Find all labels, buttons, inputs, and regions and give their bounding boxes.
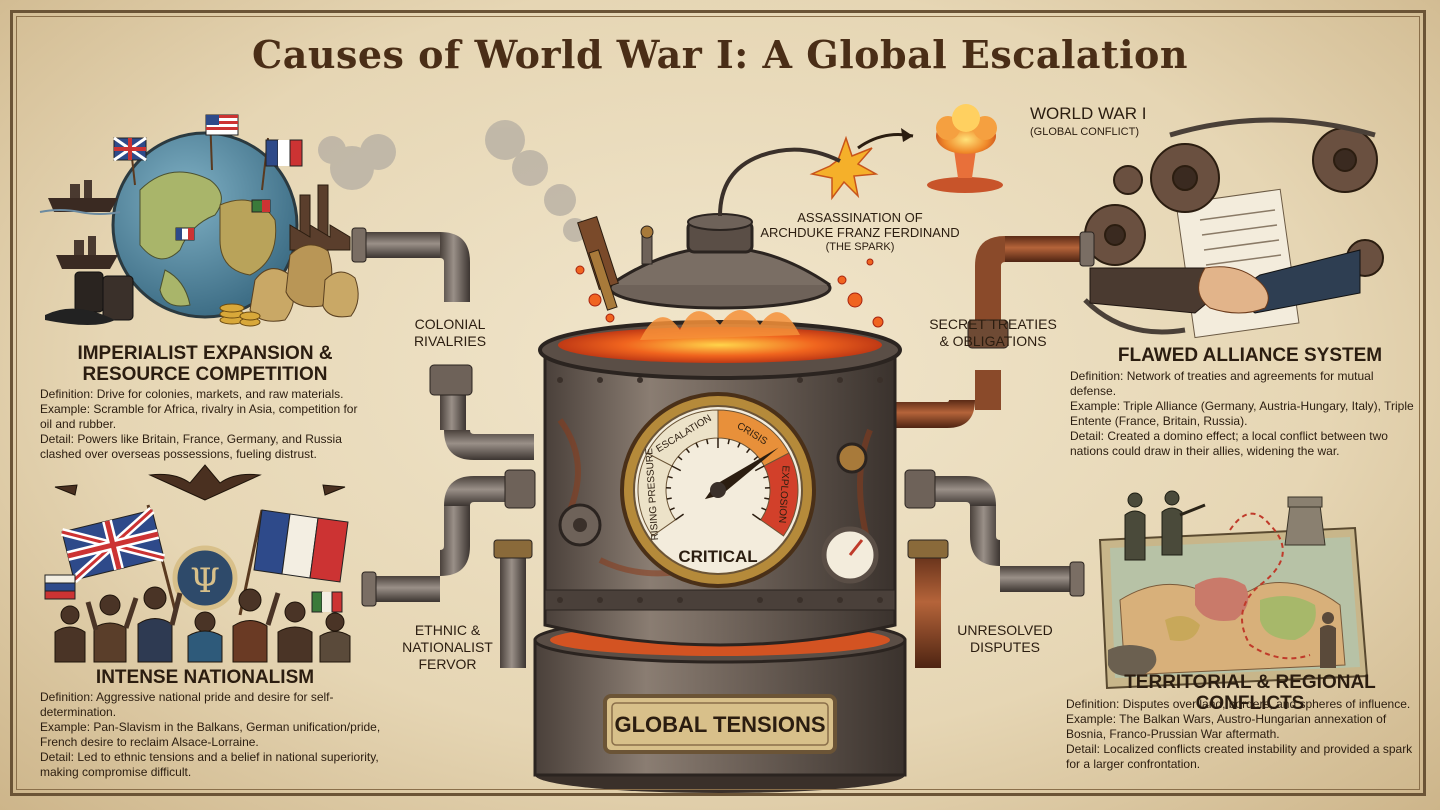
gauge-tick — [671, 465, 682, 472]
gauge-tick — [706, 439, 709, 445]
heading-line: INTENSE NATIONALISM — [95, 667, 315, 688]
outcome-name: WORLD WAR I — [1030, 104, 1147, 123]
heading-line: TERRITORIAL & REGIONAL CONFLICTS — [1124, 672, 1376, 714]
gauge-zone-4 — [759, 452, 799, 537]
pipe-ethnic — [361, 469, 536, 668]
outcome-sub: (GLOBAL CONFLICT) — [1030, 126, 1139, 138]
pipe-treaties — [892, 231, 1095, 428]
gear-icons — [1084, 127, 1384, 277]
smoke-clouds — [318, 120, 587, 242]
gauge-tick — [727, 439, 730, 445]
gauge-tick — [761, 507, 767, 511]
territorial-illustration — [1098, 490, 1369, 690]
pipe-label-line: SECRET TREATIES — [929, 316, 1057, 332]
cause-heading-imperialism: IMPERIALIST EXPANSION & RESOURCE COMPETI… — [40, 343, 370, 385]
heading-line: IMPERIALIST EXPANSION & — [77, 343, 333, 364]
cause-example: Example: Pan-Slavism in the Balkans, Ger… — [40, 720, 381, 749]
gauge-tick — [667, 475, 673, 479]
cause-detail: Detail: Created a domino effect; a local… — [1070, 429, 1388, 458]
handshake-icon — [1089, 249, 1361, 314]
gauge-tick — [737, 442, 741, 448]
pipe-label-line: DISPUTES — [969, 639, 1040, 655]
explosion-icon — [927, 104, 1003, 193]
cause-detail: Detail: Led to ethnic tensions and a bel… — [40, 750, 379, 779]
cause-example: Example: Triple Alliance (Germany, Austr… — [1070, 399, 1414, 428]
gauge-tick — [669, 507, 675, 511]
cause-detail: Detail: Powers like Britain, France, Ger… — [40, 432, 342, 461]
pipe-label-line: NATIONALIST — [402, 639, 493, 655]
soldier-icons — [1124, 490, 1206, 561]
outcome-label: WORLD WAR I (GLOBAL CONFLICT) — [1030, 104, 1190, 138]
cause-definition: Definition: Drive for colonies, markets,… — [40, 387, 344, 401]
gauge-tick — [754, 465, 765, 472]
outer-frame — [10, 10, 1426, 796]
pipe-label-line: FERVOR — [418, 656, 477, 672]
chain-icon — [1083, 117, 1376, 335]
heading-line: RESOURCE COMPETITION — [82, 364, 328, 385]
gauge-tick — [763, 475, 769, 479]
cause-text-territorial: Definition: Disputes over land, borders,… — [1066, 697, 1421, 772]
cause-definition: Definition: Network of treaties and agre… — [1070, 369, 1374, 398]
union-flag-icon — [61, 504, 177, 611]
resource-icons — [45, 244, 359, 327]
imperialism-illustration — [39, 114, 359, 327]
gauge-tick — [674, 513, 685, 521]
pipe-disputes — [904, 469, 1085, 668]
spark-line-1: ASSASSINATION OF — [797, 210, 923, 225]
inner-frame — [16, 16, 1420, 790]
cause-definition: Definition: Disputes over land, borders,… — [1066, 697, 1411, 711]
pipe-label-line: ETHNIC & — [414, 622, 481, 638]
cause-text-nationalism: Definition: Aggressive national pride an… — [40, 690, 385, 780]
spark-label: ASSASSINATION OF ARCHDUKE FRANZ FERDINAN… — [740, 210, 980, 255]
gauge-zone-label: EXPLOSION — [776, 465, 791, 523]
pipe-label-line: COLONIAL — [414, 316, 486, 332]
gauge-tick — [746, 448, 751, 454]
gauge-tick — [753, 456, 759, 461]
cause-heading-nationalism: INTENSE NATIONALISM — [40, 667, 370, 688]
svg-text:Ψ: Ψ — [190, 561, 220, 601]
gauge-tick — [764, 497, 770, 500]
pipe-label-treaties: SECRET TREATIES & OBLIGATIONS — [918, 316, 1068, 350]
eagle-icon — [54, 464, 346, 501]
cause-detail: Detail: Localized conflicts created inst… — [1066, 742, 1413, 771]
nationalism-illustration: Ψ — [44, 464, 351, 663]
pipe-label-colonial: COLONIAL RIVALRIES — [385, 316, 515, 350]
spark-line-3: (THE SPARK) — [825, 241, 895, 253]
gauge-tick — [751, 513, 762, 521]
page-title: Causes of World War I: A Global Escalati… — [251, 32, 1188, 77]
gauge-status-label: CRITICAL — [678, 547, 757, 566]
flag-icons — [113, 114, 303, 241]
pipe-label-line: & OBLIGATIONS — [939, 333, 1047, 349]
pipe-colonial — [351, 227, 534, 460]
pipe-label-line: UNRESOLVED — [957, 622, 1053, 638]
cause-example: Example: The Balkan Wars, Austro-Hungari… — [1066, 712, 1387, 741]
gauge-tick — [677, 456, 683, 461]
spark-icon — [809, 135, 879, 201]
spark-line-2: ARCHDUKE FRANZ FERDINAND — [760, 225, 960, 240]
tower-icon — [1284, 496, 1326, 546]
alliance-illustration — [1083, 117, 1384, 339]
heading-line: FLAWED ALLIANCE SYSTEM — [1117, 345, 1383, 366]
cause-heading-territorial: TERRITORIAL & REGIONAL CONFLICTS — [1070, 672, 1430, 714]
cause-text-imperialism: Definition: Drive for colonies, markets,… — [40, 387, 370, 462]
pipe-label-line: RIVALRIES — [413, 333, 487, 349]
gauge-tick — [695, 442, 699, 448]
crowd-icon — [54, 586, 351, 663]
pipe-label-ethnic: ETHNIC & NATIONALIST FERVOR — [380, 622, 515, 673]
pressure-pot — [533, 147, 907, 793]
cause-heading-alliances: FLAWED ALLIANCE SYSTEM — [1070, 345, 1430, 366]
arrow-icon — [857, 128, 914, 150]
cause-text-alliances: Definition: Network of treaties and agre… — [1070, 369, 1415, 459]
pot-label: GLOBAL TENSIONS — [614, 712, 826, 737]
cause-definition: Definition: Aggressive national pride an… — [40, 690, 334, 719]
steamship-icons — [39, 180, 121, 269]
pipe-label-disputes: UNRESOLVED DISPUTES — [935, 622, 1075, 656]
french-flag-icon — [238, 509, 349, 616]
gauge-tick — [685, 448, 690, 454]
gauge-tick — [666, 497, 672, 500]
cause-example: Example: Scramble for Africa, rivalry in… — [40, 402, 358, 431]
